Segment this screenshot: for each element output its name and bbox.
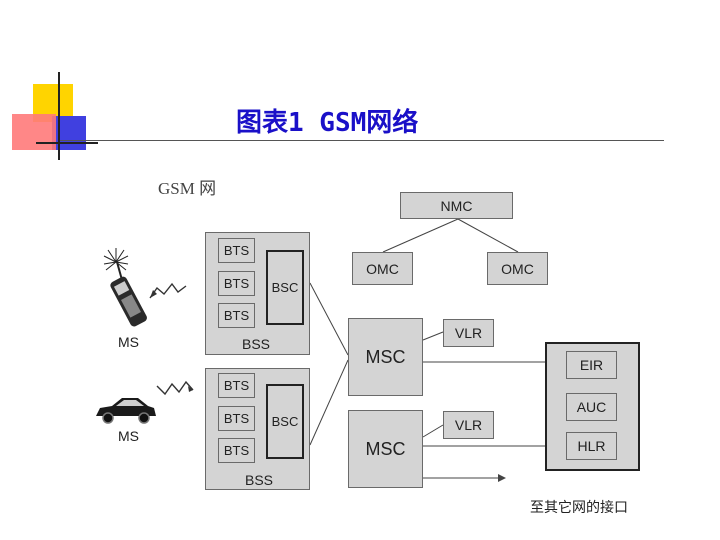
bts-top-3: BTS (218, 303, 255, 328)
logo-horizontal-line (36, 142, 98, 144)
msc-bottom-node: MSC (348, 410, 423, 488)
eir-node: EIR (566, 351, 617, 379)
omc-right-node: OMC (487, 252, 548, 285)
bts-bottom-1: BTS (218, 373, 255, 398)
bts-top-1: BTS (218, 238, 255, 263)
nmc-node: NMC (400, 192, 513, 219)
radio-wave-icon (149, 282, 187, 299)
logo-blue-square (52, 116, 86, 150)
corner-logo (12, 72, 98, 162)
radio-wave-icon (156, 380, 194, 396)
ms-phone-label: MS (118, 334, 139, 350)
page-title: 图表1 GSM网络 (236, 108, 419, 138)
diagram-subtitle: GSM 网 (158, 179, 217, 198)
mobile-phone-icon (103, 248, 147, 327)
interface-label: 至其它网的接口 (530, 500, 628, 516)
header-rule (60, 140, 664, 141)
vlr-bottom-node: VLR (443, 411, 494, 439)
logo-vertical-line (58, 72, 60, 160)
bts-bottom-3: BTS (218, 438, 255, 463)
bts-top-2: BTS (218, 271, 255, 296)
bss-top-label: BSS (242, 336, 271, 352)
hlr-node: HLR (566, 432, 617, 460)
vlr-top-node: VLR (443, 319, 494, 347)
ms-car-label: MS (118, 428, 139, 444)
car-icon (96, 398, 156, 424)
bsc-top: BSC (266, 250, 304, 325)
bsc-bottom: BSC (266, 384, 304, 459)
msc-top-node: MSC (348, 318, 423, 396)
logo-red-square (12, 114, 56, 150)
bss-bottom-label: BSS (245, 472, 274, 488)
antenna-icon (103, 248, 129, 271)
bts-bottom-2: BTS (218, 406, 255, 431)
auc-node: AUC (566, 393, 617, 421)
omc-left-node: OMC (352, 252, 413, 285)
